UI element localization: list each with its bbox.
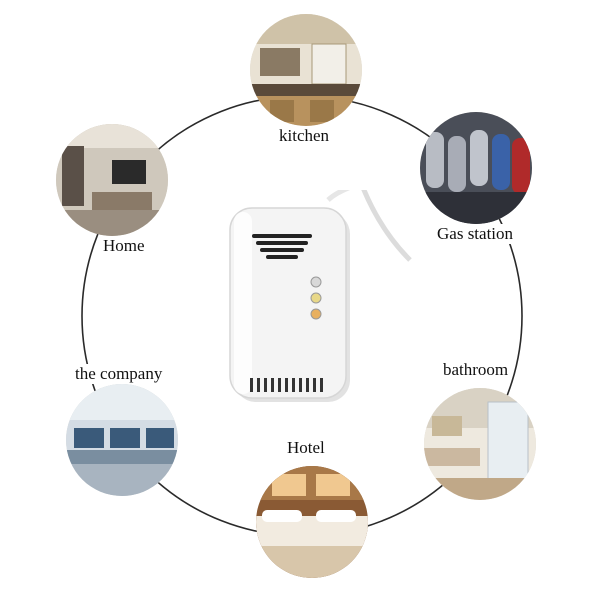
gas-cylinders-photo-icon [420, 112, 532, 224]
office-photo-icon [66, 384, 178, 496]
living-room-photo-icon [56, 124, 168, 236]
hotel-room-photo-icon [256, 466, 368, 578]
location-label-home: Home [100, 236, 148, 256]
location-label-company: the company [72, 364, 166, 384]
gas-detector-device-icon [229, 190, 412, 402]
location-label-hotel: Hotel [284, 438, 328, 458]
location-label-kitchen: kitchen [276, 126, 333, 146]
location-label-bathroom: bathroom [440, 360, 512, 380]
location-label-gas-station: Gas station [434, 224, 517, 244]
kitchen-photo-icon [250, 14, 362, 126]
bathroom-photo-icon [424, 388, 536, 500]
